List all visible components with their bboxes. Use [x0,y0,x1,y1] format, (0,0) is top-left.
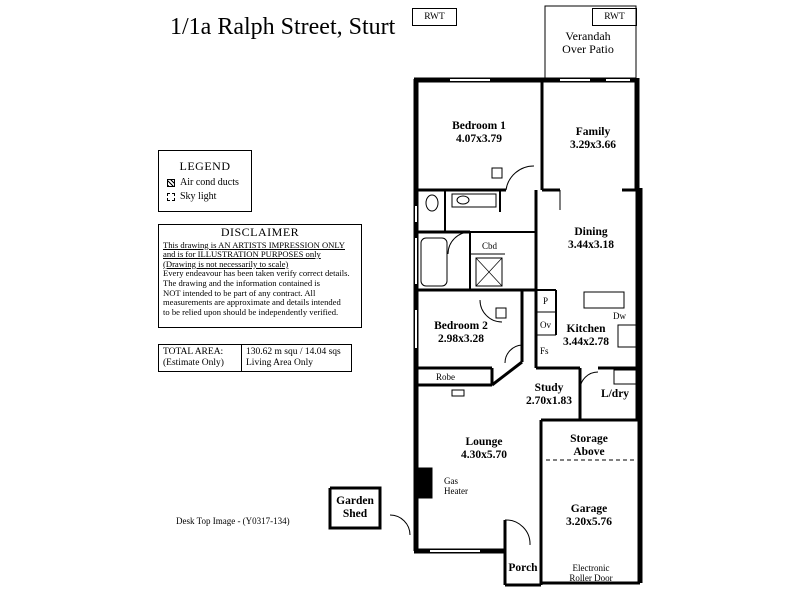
room-dining: Dining 3.44x3.18 [556,226,626,252]
gas-heater-label: Gas Heater [444,476,468,496]
image-caption: Desk Top Image - (Y0317-134) [176,516,290,526]
rwt-tank: RWT [412,8,457,26]
cupboard-label: Cbd [482,241,498,251]
room-name: Garage [570,503,608,515]
sky-light-icon [167,192,175,201]
disclaimer-line: This drawing is AN ARTISTS IMPRESSION ON… [163,239,345,250]
room-size: 2.98x3.28 [438,333,484,345]
total-area-label-line: TOTAL AREA: [163,347,224,357]
room-name: Dining [574,226,608,238]
fridge-space-label: Fs [540,346,549,356]
total-area-value-line: 130.62 m squ / 14.04 sqs [246,347,341,357]
room-name: Bedroom 2 [434,320,488,332]
legend-title: LEGEND [179,159,231,173]
disclaimer-title: DISCLAIMER [220,225,300,239]
room-size: 3.44x2.78 [563,336,609,348]
oven-label: Ov [540,320,551,330]
disclaimer-box: DISCLAIMER This drawing is AN ARTISTS IM… [158,224,362,328]
disclaimer-line: The drawing and the information containe… [163,277,321,288]
divider [241,345,242,371]
air-cond-duct-icon [167,178,175,187]
room-bedroom-1: Bedroom 1 4.07x3.79 [440,120,518,146]
roller-door-line: Electronic [572,563,610,573]
verandah-label: Verandah Over Patio [548,30,628,56]
room-size: Shed [342,508,368,520]
room-size: 3.29x3.66 [570,139,616,151]
room-name: L/dry [600,388,630,400]
room-size: Above [573,446,605,458]
roller-door-line: Roller Door [569,573,613,583]
room-porch: Porch [505,562,541,575]
total-area-label-line: (Estimate Only) [163,358,224,368]
legend-item-sky-light: Sky light [167,191,251,202]
room-name: Storage [570,433,608,445]
total-area-box: TOTAL AREA: (Estimate Only) 130.62 m squ… [158,344,352,372]
room-size: 2.70x1.83 [526,395,572,407]
verandah-line: Verandah [565,29,611,43]
room-size: 4.30x5.70 [461,449,507,461]
legend-item-label: Sky light [180,191,217,202]
room-garden-shed: Garden Shed [333,495,377,521]
legend-item-label: Air cond ducts [180,177,239,188]
legend-box: LEGEND Air cond ducts Sky light [158,150,252,212]
roller-door-label: Electronic Roller Door [563,563,619,583]
room-lounge: Lounge 4.30x5.70 [448,436,520,462]
room-name: Porch [508,562,538,574]
room-name: Kitchen [566,323,606,335]
disclaimer-line: Every endeavour has been taken verify co… [163,268,350,279]
room-storage: Storage Above [556,433,622,459]
gas-heater-line: Gas [444,476,458,486]
disclaimer-line: and is for ILLUSTRATION PURPOSES only [163,249,321,260]
room-kitchen: Kitchen 3.44x2.78 [553,323,619,349]
robe-label: Robe [436,372,455,382]
room-laundry: L/dry [594,388,636,401]
room-family: Family 3.29x3.66 [558,126,628,152]
room-size: 3.44x3.18 [568,239,614,251]
plan-title: 1/1a Ralph Street, Sturt [170,14,396,40]
room-size: 3.20x5.76 [566,516,612,528]
room-name: Study [534,382,564,394]
room-study: Study 2.70x1.83 [518,382,580,408]
pantry-label: P [543,296,549,306]
room-name: Bedroom 1 [452,120,506,132]
disclaimer-line: to be relied upon should be independentl… [163,306,339,317]
legend-item-air-cond: Air cond ducts [167,177,251,188]
room-garage: Garage 3.20x5.76 [556,503,622,529]
total-area-label: TOTAL AREA: (Estimate Only) [163,347,224,369]
room-bedroom-2: Bedroom 2 2.98x3.28 [426,320,496,346]
disclaimer-line: (Drawing is not necessarily to scale) [163,258,289,269]
gas-heater-line: Heater [444,486,468,496]
disclaimer-line: measurements are approximate and details… [163,297,341,308]
room-name: Garden [336,495,374,507]
room-name: Lounge [465,436,503,448]
room-name: Family [575,126,611,138]
total-area-value: 130.62 m squ / 14.04 sqs Living Area Onl… [246,347,341,369]
disclaimer-line: NOT intended to be part of any contract.… [163,287,316,298]
dishwasher-label: Dw [613,311,626,321]
room-size: 4.07x3.79 [456,133,502,145]
verandah-line: Over Patio [562,42,614,56]
total-area-value-line: Living Area Only [246,358,314,368]
